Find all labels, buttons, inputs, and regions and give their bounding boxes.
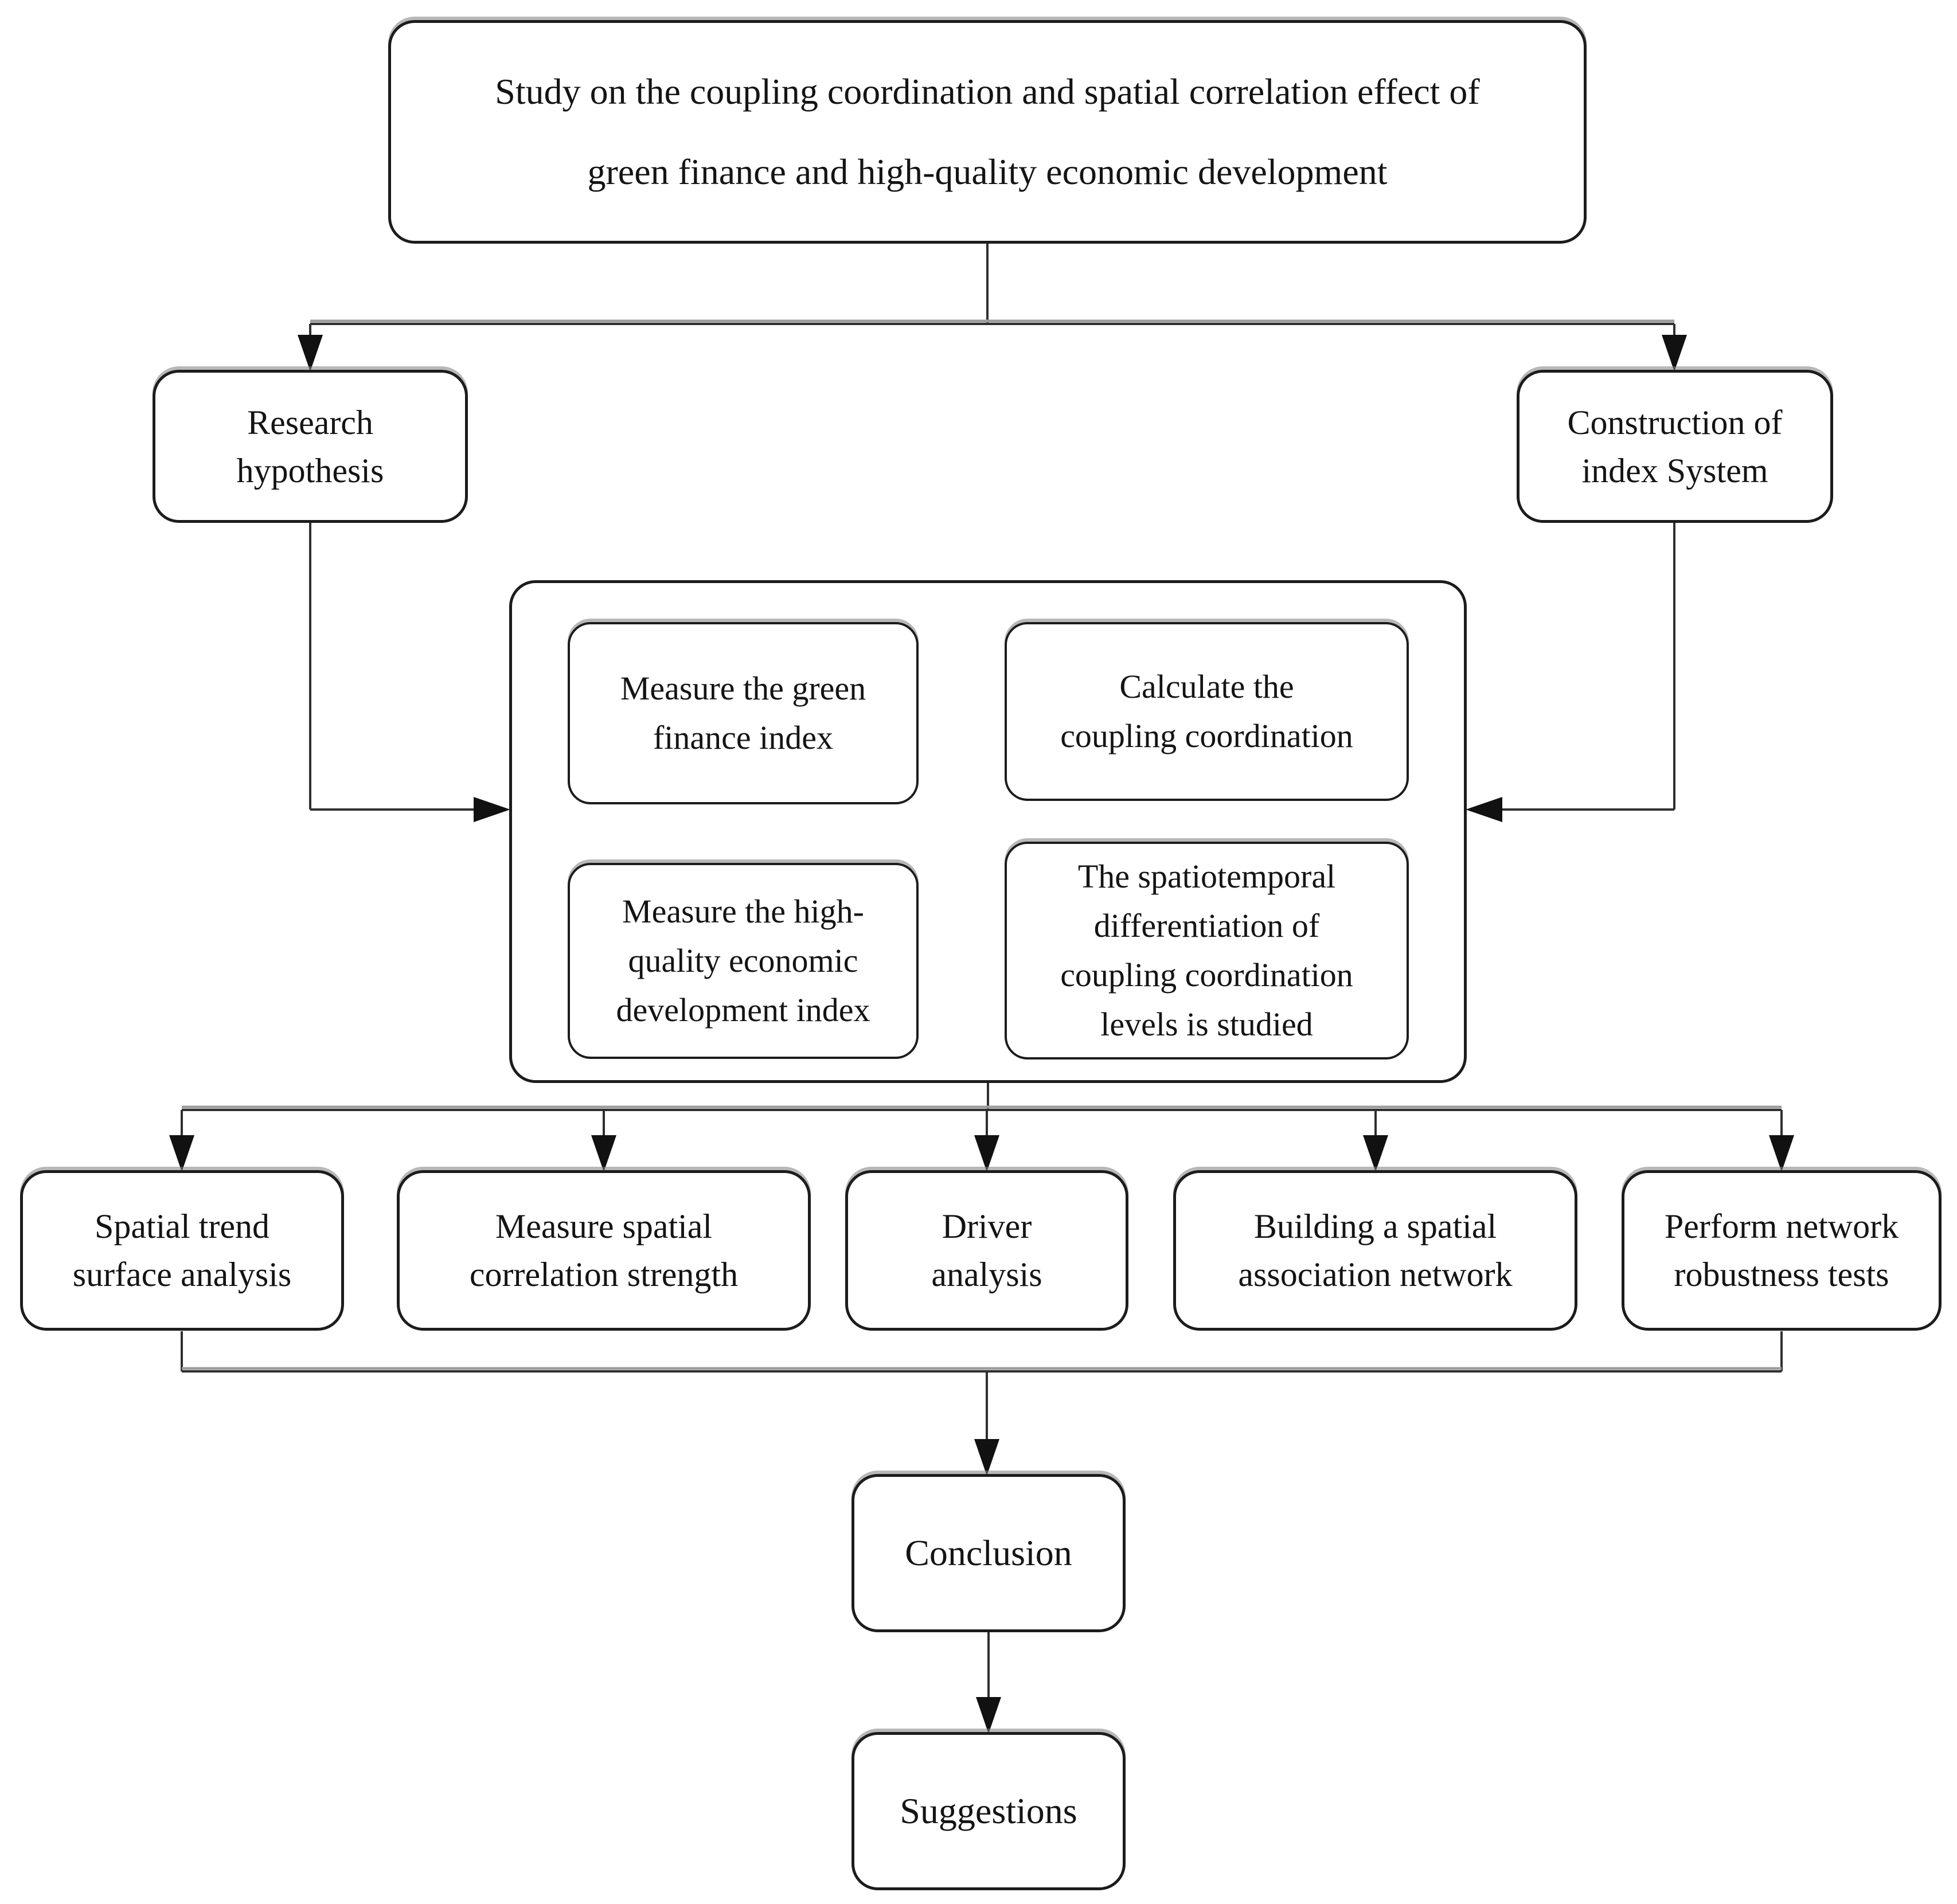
node-calculate-coupling-coordination: Calculate the coupling coordination <box>1005 622 1409 801</box>
node-perform-network-robustness-tests: Perform network robustness tests <box>1622 1170 1942 1331</box>
text-line: finance index <box>653 719 833 756</box>
arrow-to-research-hypothesis <box>298 324 323 372</box>
text-line: Measure the high- <box>622 893 864 930</box>
node-building-spatial-association-network: Building a spatial association network <box>1173 1170 1577 1331</box>
text-line: Measure spatial <box>495 1207 713 1245</box>
node-spatiotemporal-differentiation: The spatiotemporal differentiation of coup… <box>1005 842 1409 1059</box>
text-line: Conclusion <box>905 1532 1072 1573</box>
arrow-to-conclusion <box>974 1371 999 1476</box>
arrow-to-spatial-trend <box>169 1110 194 1172</box>
text-line: surface analysis <box>72 1256 292 1293</box>
text-line: index System <box>1581 451 1768 490</box>
connector-title-to-branch <box>310 244 1674 325</box>
text-line: green finance and high-quality economic … <box>587 151 1388 192</box>
node-measure-green-finance-index: Measure the green finance index <box>568 622 919 804</box>
node-research-hypothesis: Research hypothesis <box>153 370 468 523</box>
text-line: levels is studied <box>1100 1006 1313 1043</box>
arrow-to-robustness-tests <box>1769 1110 1794 1172</box>
text-line: robustness tests <box>1674 1256 1889 1293</box>
text-line: Measure the green <box>620 670 866 707</box>
text-line: coupling coordination <box>1060 717 1353 754</box>
node-spatial-trend-surface-analysis: Spatial trend surface analysis <box>20 1170 344 1331</box>
text-line: association network <box>1238 1256 1513 1293</box>
text-line: correlation strength <box>469 1256 739 1293</box>
arrow-research-to-container <box>309 523 510 822</box>
text-line: The spatiotemporal <box>1077 858 1336 895</box>
arrow-to-driver-analysis <box>974 1110 999 1172</box>
arrow-conclusion-to-suggestions <box>976 1632 1001 1734</box>
node-measure-spatial-correlation-strength: Measure spatial correlation strength <box>397 1170 811 1331</box>
node-measure-high-quality-economic-index: Measure the high-quality economic develop… <box>568 863 919 1059</box>
text-line: quality economic <box>628 942 858 979</box>
text-line: analysis <box>931 1256 1042 1293</box>
node-construction-index-system: Construction of index System <box>1517 370 1833 523</box>
arrow-to-construction-index-system <box>1662 324 1687 372</box>
node-title: Study on the coupling coordination and s… <box>388 20 1587 244</box>
connector-analysis-collector <box>181 1331 1783 1373</box>
text-line: Calculate the <box>1119 668 1294 705</box>
text-line: Research <box>247 403 373 441</box>
text-line: Suggestions <box>900 1790 1077 1831</box>
text-line: hypothesis <box>236 451 384 490</box>
arrow-construction-to-container <box>1466 523 1675 822</box>
text-line: coupling coordination <box>1060 956 1353 994</box>
text-line: Construction of <box>1567 403 1783 441</box>
arrow-to-spatial-correlation <box>591 1110 616 1172</box>
text-line: development index <box>616 991 870 1029</box>
text-line: Driver <box>942 1207 1032 1245</box>
node-conclusion: Conclusion <box>851 1474 1126 1632</box>
text-line: Spatial trend <box>95 1207 269 1245</box>
text-line: Perform network <box>1664 1207 1899 1245</box>
text-line: differentiation of <box>1093 907 1320 944</box>
arrow-to-association-network <box>1363 1110 1388 1172</box>
node-driver-analysis: Driver analysis <box>845 1170 1128 1331</box>
connector-container-to-distribution <box>182 1083 1782 1111</box>
text-line: Building a spatial <box>1253 1207 1497 1245</box>
text-line: Study on the coupling coordination and s… <box>495 71 1480 112</box>
node-suggestions: Suggestions <box>851 1732 1126 1890</box>
